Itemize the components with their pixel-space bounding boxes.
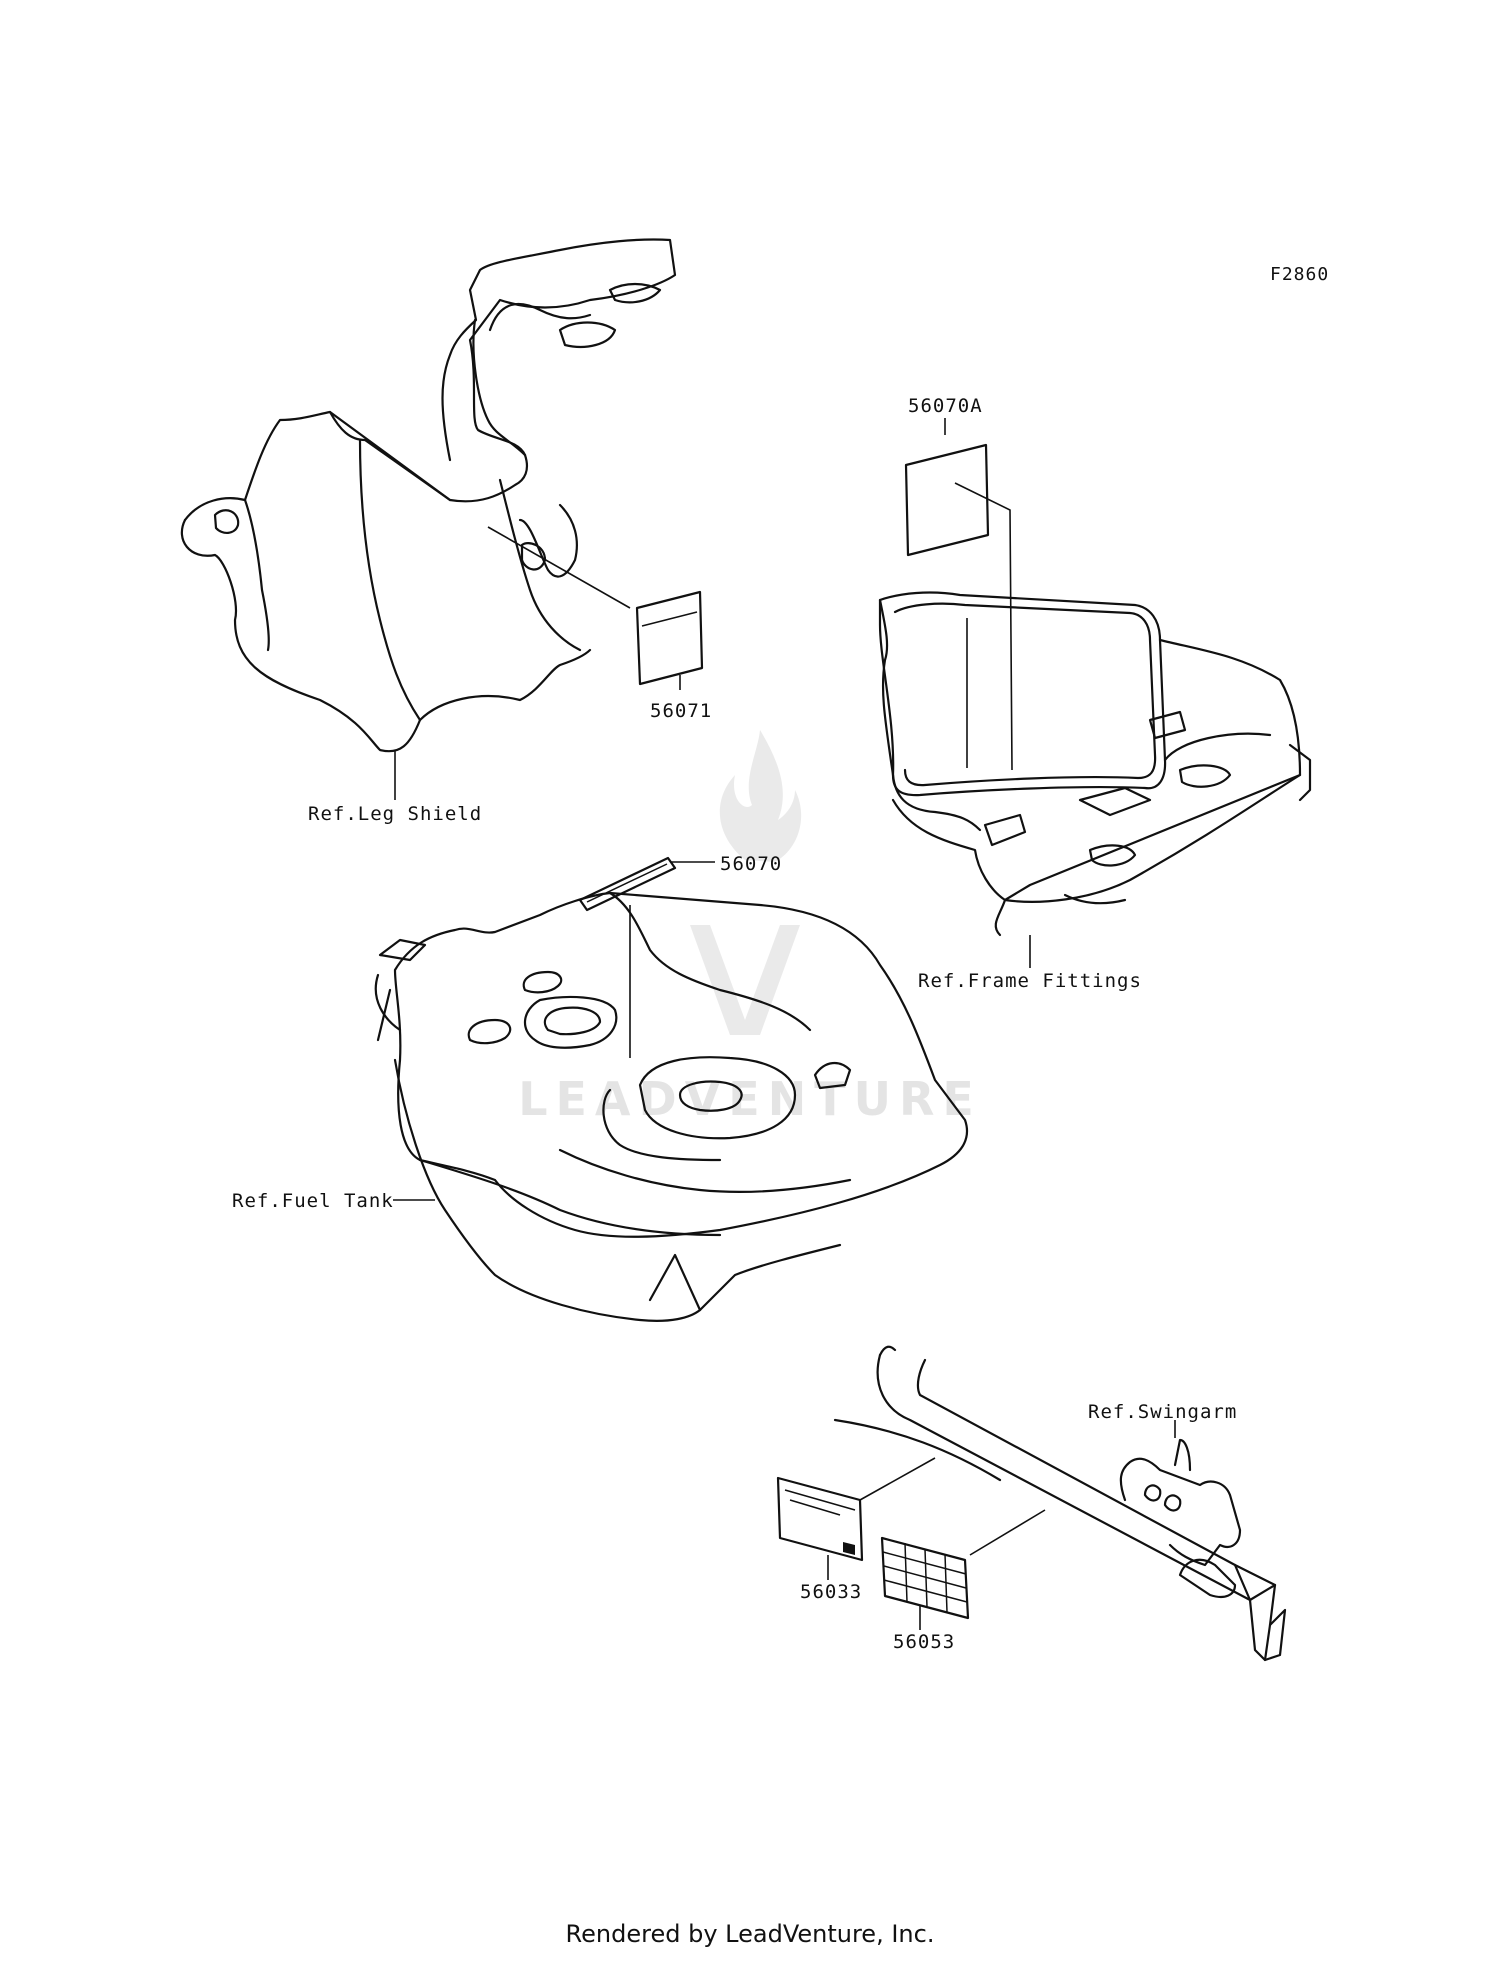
part-number-56053: 56053 <box>893 1631 955 1653</box>
watermark-flame-icon <box>719 730 802 862</box>
part-number-56070A: 56070A <box>908 395 983 417</box>
label-leg-shield: Ref.Leg Shield <box>308 803 482 825</box>
decal-56070A <box>904 443 990 557</box>
decal-56033 <box>776 1476 864 1562</box>
label-fuel-tank: Ref.Fuel Tank <box>232 1190 394 1212</box>
part-number-56070: 56070 <box>720 853 782 875</box>
watermark-lv-icon <box>690 925 800 1035</box>
fuel-tank-part <box>374 891 968 1322</box>
footer-credit: Rendered by LeadVenture, Inc. <box>565 1920 935 1948</box>
part-number-56071: 56071 <box>650 700 712 722</box>
swingarm-part <box>833 1345 1287 1662</box>
part-number-56033: 56033 <box>800 1581 862 1603</box>
decal-56053 <box>880 1536 970 1620</box>
figure-code: F2860 <box>1270 264 1329 285</box>
watermark: LEADVENTURE <box>518 730 982 1126</box>
label-frame-fittings: Ref.Frame Fittings <box>918 970 1142 992</box>
frame-fittings-part <box>878 591 1312 937</box>
watermark-text: LEADVENTURE <box>518 1072 982 1126</box>
leg-shield-part <box>180 238 677 753</box>
decal-56070 <box>578 856 677 912</box>
decal-56071 <box>635 590 704 686</box>
label-swingarm: Ref.Swingarm <box>1088 1401 1237 1423</box>
